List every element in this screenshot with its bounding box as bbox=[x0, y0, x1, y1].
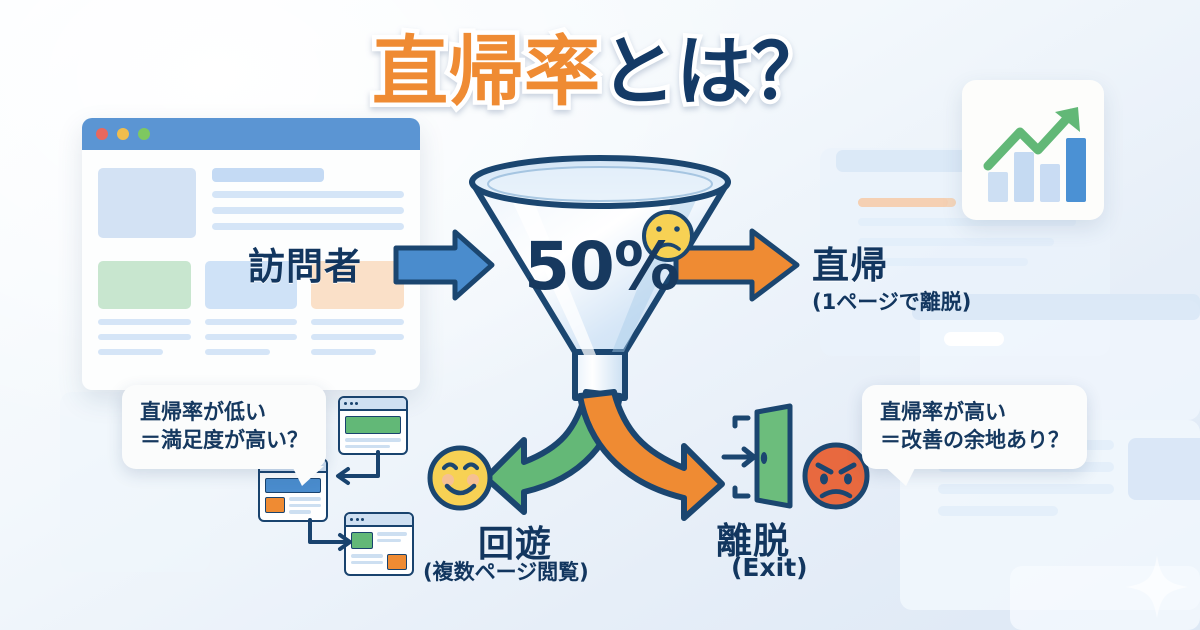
blue-arrow-right-icon bbox=[393, 229, 495, 301]
content-tile-blue bbox=[204, 261, 298, 309]
speech-bubble-low-bounce: 直帰率が低い ＝満足度が高い？ bbox=[122, 385, 326, 487]
content-text-line bbox=[212, 223, 404, 230]
content-tile-column bbox=[204, 261, 298, 364]
background-card-bottom-overlay bbox=[1010, 566, 1200, 630]
orange-curved-arrow-icon bbox=[577, 389, 725, 521]
page-title-rest: とは？ bbox=[596, 27, 833, 116]
sad-face-icon bbox=[642, 210, 694, 262]
bubble-tail bbox=[292, 466, 324, 487]
page-card-image-green bbox=[345, 416, 401, 434]
label-exit: 離脱 bbox=[716, 521, 791, 562]
content-tile-green bbox=[98, 261, 191, 309]
content-text-line bbox=[311, 334, 405, 340]
page-card-line bbox=[289, 510, 312, 514]
page-card-titlebar bbox=[340, 398, 406, 411]
background-text-line bbox=[938, 484, 1114, 494]
page-card-image-orange bbox=[387, 554, 407, 570]
smiling-face-icon bbox=[427, 445, 493, 511]
page-title: 直帰率とは？ bbox=[0, 27, 1200, 116]
content-tile-column bbox=[311, 261, 405, 364]
page-card-image-green bbox=[351, 532, 373, 549]
background-text-line bbox=[858, 198, 948, 207]
page-card-line bbox=[289, 497, 321, 501]
page-title-highlight: 直帰率 bbox=[368, 27, 605, 116]
page-card-line bbox=[377, 538, 401, 542]
orange-arrow-right-icon bbox=[673, 228, 800, 302]
label-browse-sublabel: (複数ページ閲覧) bbox=[423, 560, 589, 584]
content-hero-image bbox=[98, 168, 196, 238]
browser-content bbox=[82, 150, 420, 382]
content-text-line bbox=[98, 349, 163, 355]
sparkle-icon bbox=[1126, 556, 1188, 618]
page-card-line bbox=[289, 503, 321, 507]
bounce-rate-percentage: 50% bbox=[524, 228, 680, 305]
content-text-line bbox=[311, 319, 405, 325]
growth-chart-card bbox=[962, 80, 1104, 220]
exit-door-icon bbox=[721, 403, 793, 509]
content-text-line bbox=[311, 349, 377, 355]
page-card-image-orange bbox=[265, 497, 285, 513]
page-flow-connectors bbox=[308, 450, 380, 551]
window-close-dot[interactable] bbox=[96, 128, 108, 140]
content-tile-column bbox=[98, 261, 191, 364]
page-flow-card-bottom bbox=[344, 512, 414, 576]
content-text-line bbox=[204, 349, 270, 355]
page-card-body bbox=[340, 411, 406, 453]
bubble-right-line1: 直帰率が高い bbox=[880, 400, 1006, 424]
background-image-block bbox=[1128, 438, 1200, 500]
label-bounce: 直帰 bbox=[812, 244, 888, 287]
content-text-line bbox=[98, 334, 191, 340]
background-text-line bbox=[858, 238, 1054, 246]
bubble-left-line1: 直帰率が低い bbox=[140, 400, 266, 424]
page-card-line bbox=[351, 554, 383, 558]
background-text-line bbox=[938, 506, 1058, 516]
background-text-line bbox=[858, 218, 1076, 226]
content-heading-line bbox=[212, 168, 324, 182]
website-browser-mockup[interactable] bbox=[82, 118, 420, 390]
content-text-line bbox=[204, 334, 298, 340]
background-card-bottomright-header bbox=[912, 294, 1200, 320]
background-pill bbox=[944, 332, 1004, 346]
speech-bubble-high-bounce: 直帰率が高い ＝改善の余地あり？ bbox=[862, 385, 1087, 487]
browser-titlebar bbox=[82, 118, 420, 150]
page-card-line bbox=[351, 560, 383, 564]
page-card-line bbox=[345, 444, 390, 448]
window-minimize-dot[interactable] bbox=[117, 128, 129, 140]
bubble-left-line2: ＝満足度が高い？ bbox=[140, 427, 308, 452]
content-text-line bbox=[212, 191, 404, 198]
page-card-titlebar bbox=[346, 514, 412, 527]
window-maximize-dot[interactable] bbox=[138, 128, 150, 140]
background-text-line bbox=[858, 258, 1028, 266]
content-text-line bbox=[98, 319, 191, 325]
bubble-tail bbox=[884, 466, 916, 487]
content-text-line bbox=[212, 207, 404, 214]
label-bounce-sublabel: (1ページで離脱) bbox=[812, 290, 972, 314]
content-tile-orange bbox=[311, 261, 405, 309]
page-card-body bbox=[346, 527, 412, 574]
label-visitor: 訪問者 bbox=[248, 245, 362, 288]
label-browse: 回遊 bbox=[478, 524, 553, 565]
page-card-line bbox=[377, 532, 407, 536]
content-text-line bbox=[204, 319, 298, 325]
label-exit-sublabel: (Exit) bbox=[731, 553, 808, 582]
page-card-line bbox=[345, 438, 401, 442]
bubble-right-line2: ＝改善の余地あり？ bbox=[880, 427, 1069, 452]
angry-face-icon bbox=[802, 442, 870, 510]
page-flow-card-top bbox=[338, 396, 408, 455]
growth-chart-icon bbox=[983, 107, 1086, 202]
